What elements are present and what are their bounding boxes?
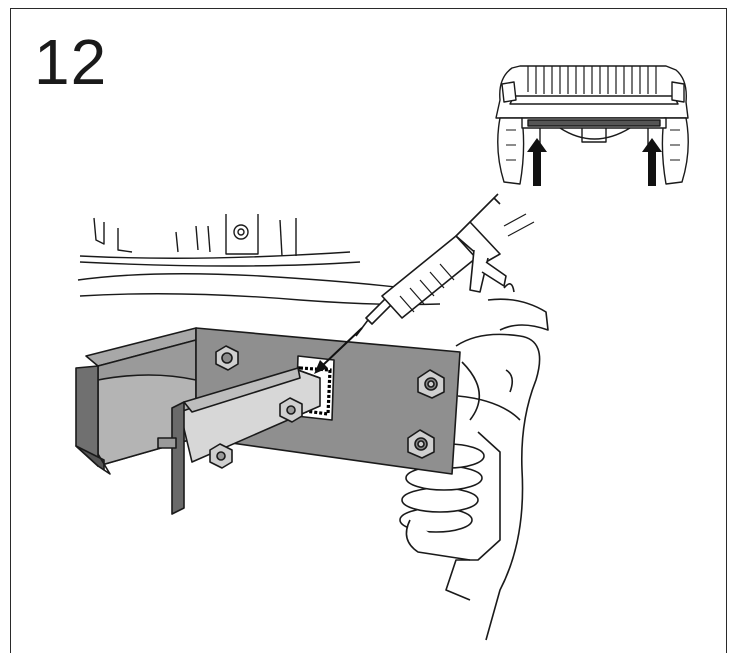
arrow-icon	[527, 138, 662, 186]
hex-bolt	[215, 345, 239, 371]
hex-bolt	[417, 369, 445, 399]
caulking-gun-icon	[355, 193, 535, 337]
vehicle-rear-inset	[495, 65, 689, 185]
hitch-crossbar	[157, 367, 321, 515]
vehicle-bumper	[77, 214, 441, 306]
suspension-spring	[399, 443, 485, 561]
step-number: 12	[34, 26, 108, 98]
hex-bolt	[279, 397, 303, 423]
vehicle-frame-rail	[445, 283, 549, 641]
arrow-icon	[314, 327, 363, 374]
hex-bolt	[209, 443, 233, 469]
instruction-frame	[10, 8, 727, 653]
hex-bolt	[407, 429, 435, 459]
